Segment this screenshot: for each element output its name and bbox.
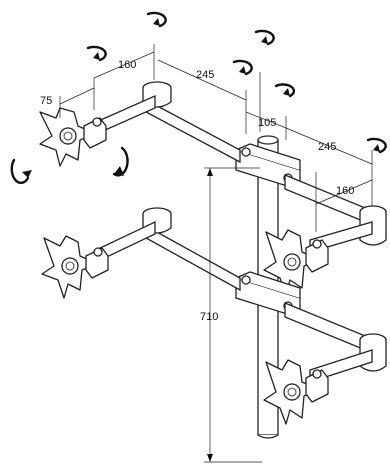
- dim-label-75: 75: [40, 95, 52, 107]
- upper-left-arm: [95, 81, 241, 164]
- lower-arm-set: [41, 207, 387, 425]
- upper-right-vesa-plate: [263, 229, 329, 295]
- dim-label-105: 105: [258, 117, 276, 129]
- dimension-labels: 75 160 245 105 245 160 710: [40, 59, 354, 323]
- dim-label-160-right: 160: [336, 185, 354, 197]
- dim-label-710: 710: [200, 311, 218, 323]
- lower-pole-clamp: [235, 271, 301, 319]
- dimension-lines: [59, 44, 373, 463]
- dim-label-245-top: 245: [196, 69, 214, 81]
- rotation-arrow-top-left-icon: [86, 45, 107, 62]
- rotation-arrow-mid-top-icon: [232, 59, 253, 76]
- dim-label-245-right: 245: [318, 141, 336, 153]
- upper-left-vesa-plate: [39, 107, 107, 167]
- rotation-arrow-far-right-icon: [366, 137, 387, 154]
- rotation-arrow-top-right-icon: [254, 29, 275, 46]
- rotation-arrow-mid-right-icon: [274, 83, 296, 98]
- rotation-arrow-top-center-icon: [146, 11, 167, 28]
- dim-label-160-top: 160: [118, 59, 136, 71]
- upper-arm-set: [39, 81, 387, 295]
- lower-left-arm: [95, 207, 241, 292]
- rotation-arrow-left-icon: [10, 158, 32, 185]
- rotation-arrows: [10, 11, 387, 185]
- lower-right-arm: [284, 302, 387, 383]
- rotation-arrow-tilt-icon: [112, 146, 129, 177]
- lower-right-vesa-plate: [263, 359, 329, 425]
- lower-left-vesa-plate: [41, 235, 109, 299]
